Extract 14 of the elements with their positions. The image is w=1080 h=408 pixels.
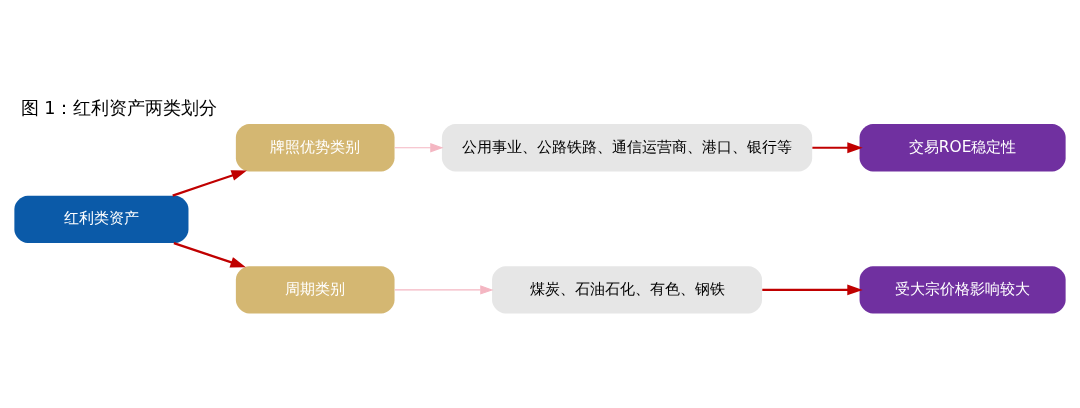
node-box: 周期类别 [235, 265, 395, 314]
node-box: 受大宗价格影响较大 [859, 265, 1066, 314]
node-box: 红利类资产 [14, 195, 189, 243]
node-box: 牌照优势类别 [235, 123, 395, 171]
node-box: 公用事业、公路铁路、通信运营商、港口、银行等 [441, 123, 813, 171]
arrow [172, 169, 247, 197]
arrow [762, 284, 863, 295]
arrow [173, 241, 246, 267]
node-box: 交易ROE稳定性 [859, 123, 1066, 171]
diagram-title: 图 1：红利资产两类划分 [20, 97, 218, 118]
arrow [812, 141, 863, 153]
arrow [394, 284, 494, 295]
node-box: 煤炭、石油石化、有色、钢铁 [492, 265, 763, 314]
arrow [394, 142, 444, 152]
